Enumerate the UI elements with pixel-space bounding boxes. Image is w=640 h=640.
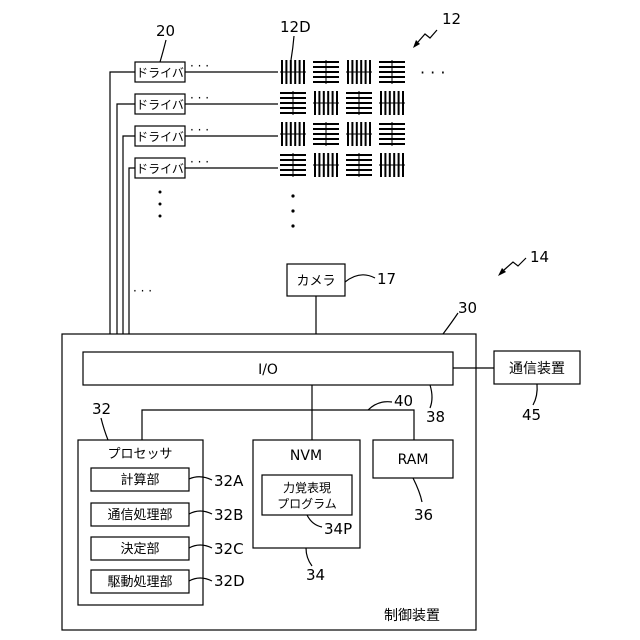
actuator-module [346, 122, 372, 146]
program-label-line2: プログラム [277, 497, 337, 511]
actuator-module [313, 91, 339, 115]
ram-label: RAM [398, 452, 429, 468]
actuator-module [280, 122, 306, 146]
actuator-module [313, 153, 339, 177]
driver-output-lines: · · · · · · · · · · · · [185, 59, 278, 169]
calc-unit-label: 計算部 [120, 472, 159, 488]
actuator-module [313, 122, 339, 146]
processor-label: プロセッサ [107, 447, 172, 462]
controller-label: 制御装置 [384, 608, 440, 624]
actuator-grid [280, 60, 405, 177]
ref-32d: 32D [214, 572, 245, 590]
ref-36: 36 [414, 506, 433, 524]
driver-ellipsis: · · · [190, 123, 209, 137]
driver-ellipsis-vertical [159, 191, 162, 218]
actuator-module [379, 91, 405, 115]
grid-ellipsis-horizontal: · · · [420, 63, 445, 82]
actuator-module [280, 91, 306, 115]
io-label: I/O [258, 362, 278, 378]
driver-label: ドライバ [136, 162, 184, 176]
arrow-14 [498, 258, 526, 276]
program-label-line1: 力覚表現 [283, 481, 331, 495]
ref-38: 38 [426, 408, 445, 426]
comm-device-label: 通信装置 [509, 361, 565, 377]
driver-label: ドライバ [136, 66, 184, 80]
driver-ellipsis: · · · [190, 155, 209, 169]
comm-processing-unit-label: 通信処理部 [107, 508, 172, 523]
bus-ellipsis: · · · [133, 284, 152, 298]
camera-label: カメラ [296, 274, 335, 289]
driver-group: ドライバ ドライバ ドライバ ドライバ [135, 62, 185, 178]
actuator-module [379, 122, 405, 146]
ref-12: 12 [442, 10, 461, 28]
ref-45: 45 [522, 406, 541, 424]
actuator-module [280, 60, 306, 84]
decision-unit-label: 決定部 [120, 542, 159, 557]
arrow-12 [413, 30, 437, 48]
driver-ellipsis: · · · [190, 91, 209, 105]
ref-34p: 34P [324, 520, 352, 538]
ref-32: 32 [92, 400, 111, 418]
ref-34: 34 [306, 566, 325, 584]
actuator-module [313, 60, 339, 84]
ref-20: 20 [156, 22, 175, 40]
ref-40: 40 [394, 392, 413, 410]
ref-12d: 12D [280, 18, 311, 36]
grid-ellipsis-vertical [291, 194, 294, 227]
actuator-module [346, 60, 372, 84]
driver-label: ドライバ [136, 130, 184, 144]
driver-label: ドライバ [136, 98, 184, 112]
drive-processing-unit-label: 駆動処理部 [107, 575, 172, 590]
actuator-module [280, 153, 306, 177]
ref-17: 17 [377, 270, 396, 288]
ref-32b: 32B [214, 506, 243, 524]
ref-14: 14 [530, 248, 549, 266]
driver-bus-lines [110, 72, 135, 352]
actuator-module [346, 153, 372, 177]
ref-32c: 32C [214, 540, 244, 558]
actuator-module [379, 153, 405, 177]
ref-30: 30 [458, 299, 477, 317]
nvm-label: NVM [290, 448, 322, 464]
actuator-module [379, 60, 405, 84]
actuator-module [346, 91, 372, 115]
ref-32a: 32A [214, 472, 244, 490]
driver-ellipsis: · · · [190, 59, 209, 73]
